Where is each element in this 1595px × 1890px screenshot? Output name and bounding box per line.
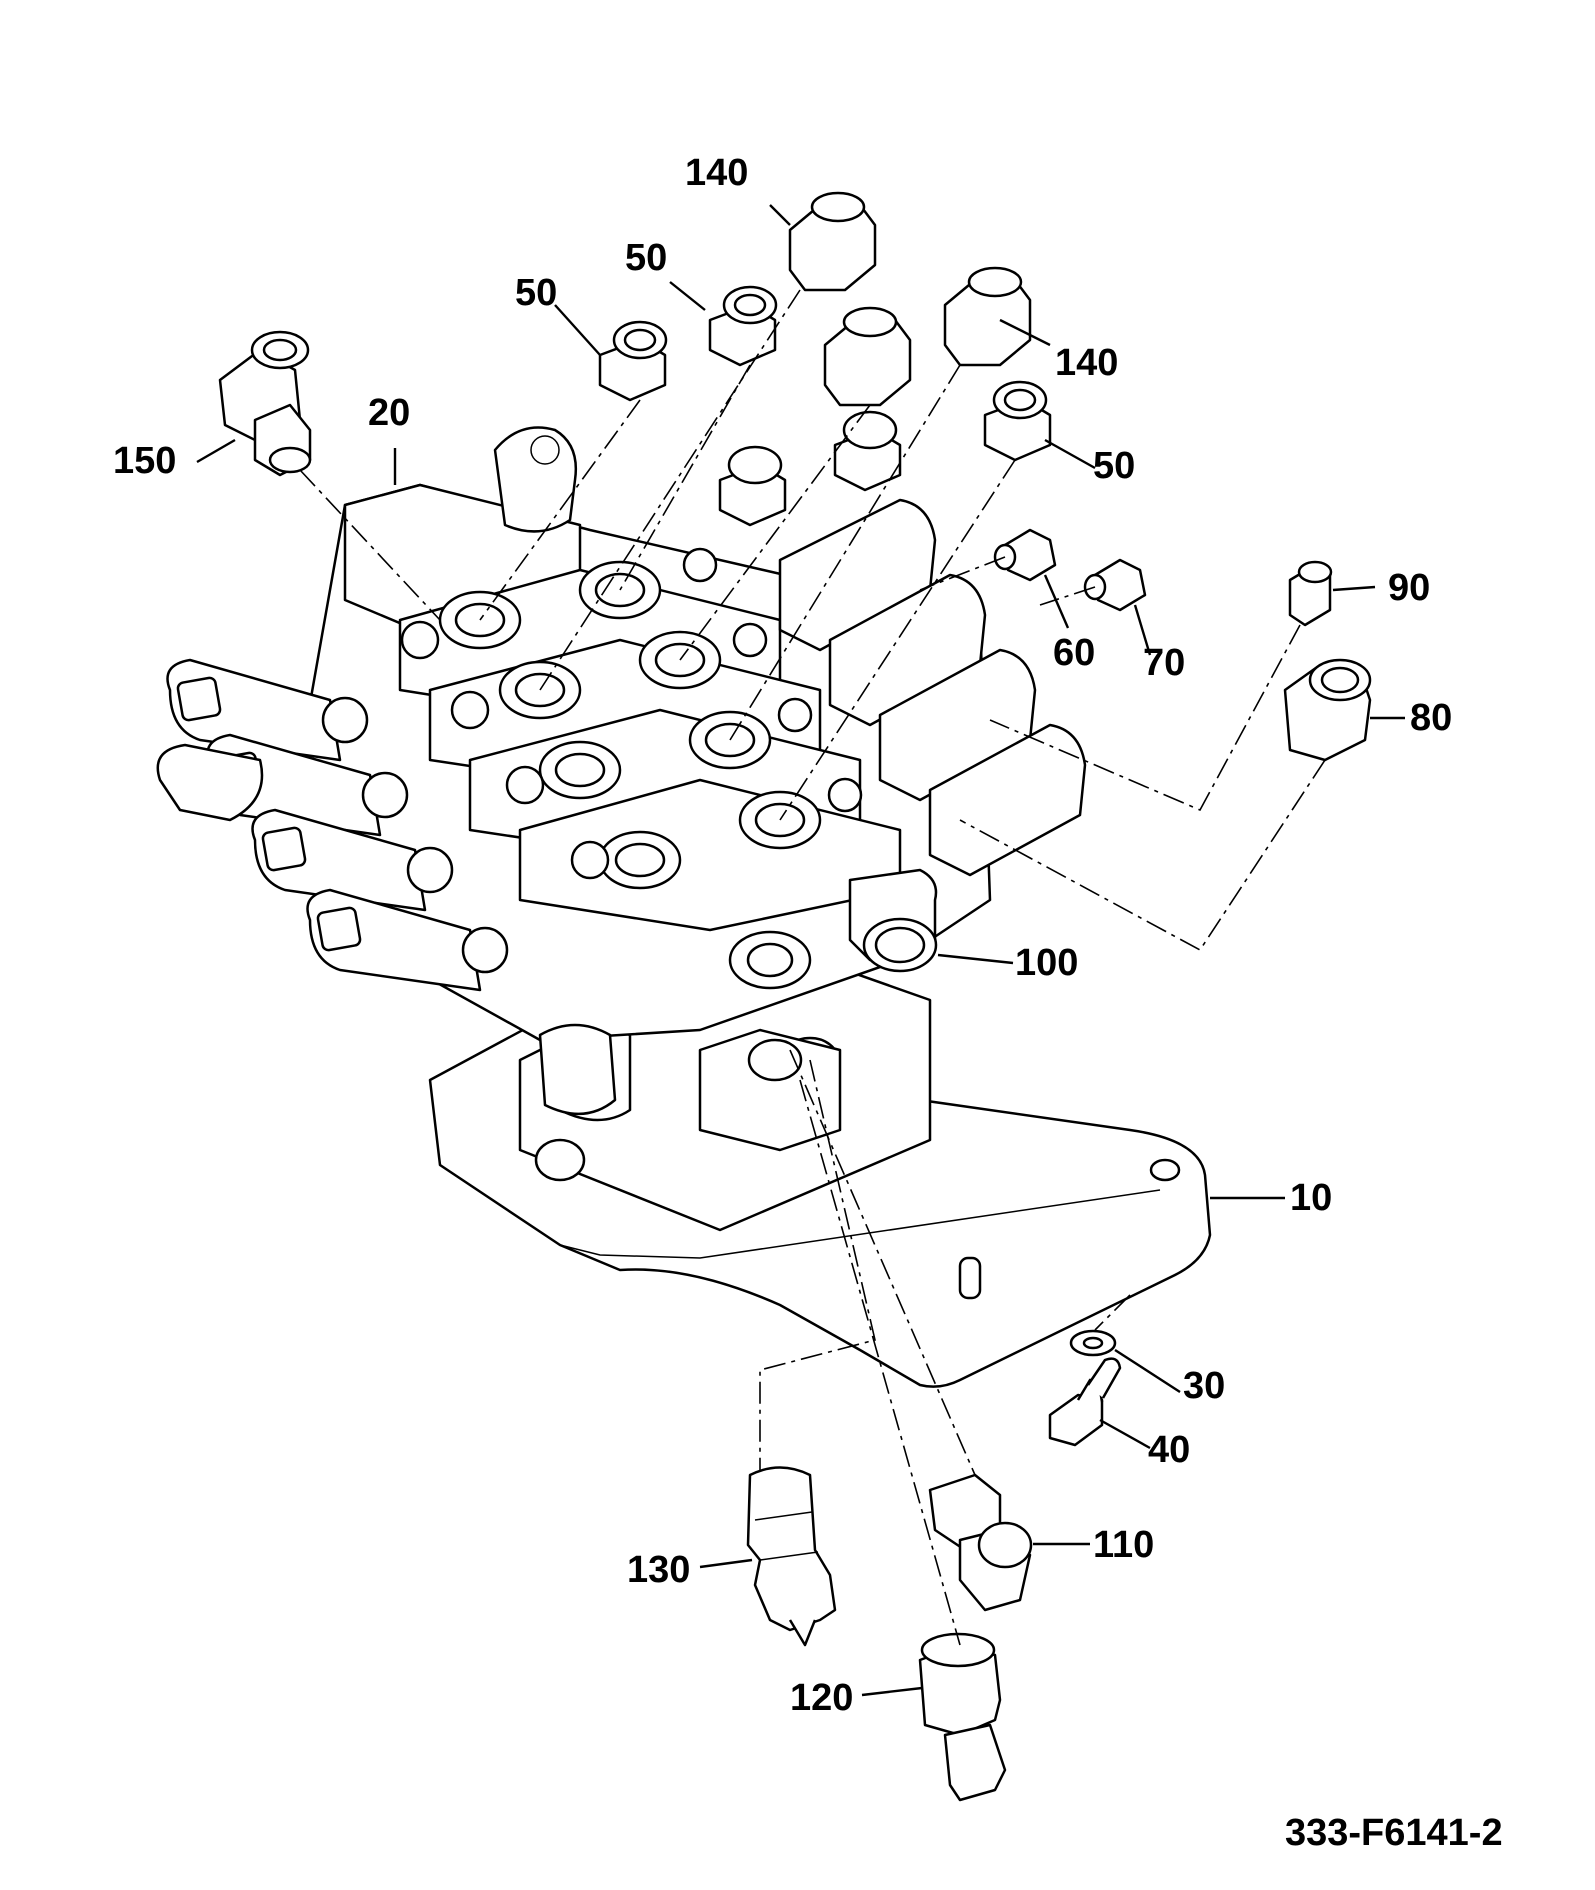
callout-50-right: 50	[1093, 445, 1135, 487]
callout-150: 150	[113, 440, 176, 482]
bracket-mounting-hole	[1149, 1158, 1181, 1182]
callout-140-top: 140	[685, 152, 748, 194]
valve-top-cap	[493, 426, 578, 533]
end-cap-plug	[538, 1023, 617, 1116]
callout-90: 90	[1388, 567, 1430, 609]
callout-110: 110	[1093, 1524, 1154, 1566]
fitting-on-block-a	[718, 445, 787, 527]
fitting-on-block-b	[833, 410, 902, 492]
callout-20: 20	[368, 392, 410, 434]
fitting-part-80	[1283, 658, 1372, 762]
callout-70: 70	[1143, 642, 1185, 684]
solenoid-coils-left	[156, 658, 509, 992]
callout-60: 60	[1053, 632, 1095, 674]
washer-part-30	[1069, 1329, 1117, 1357]
fitting-part-70	[1083, 558, 1147, 612]
bolt-part-40	[1048, 1357, 1122, 1447]
callout-120: 120	[790, 1677, 853, 1719]
fitting-part-110	[928, 1473, 1033, 1612]
callout-80: 80	[1410, 697, 1452, 739]
callout-10: 10	[1290, 1177, 1332, 1219]
callout-100: 100	[1015, 942, 1078, 984]
callout-130: 130	[627, 1549, 690, 1591]
fitting-part-60	[993, 528, 1057, 582]
cap-part-140-b	[943, 266, 1032, 367]
callout-50-top: 50	[625, 237, 667, 279]
callout-140-right: 140	[1055, 342, 1118, 384]
callout-labels: 140 50 50 140 150 20 50 90 60 70 80 100 …	[113, 152, 1452, 1719]
cap-part-140-a	[788, 191, 877, 292]
bracket-dowel-pin	[958, 1256, 982, 1300]
assembly-center-lines	[299, 289, 1326, 1646]
cap-on-block	[823, 306, 912, 407]
pressure-switch-part-130	[746, 1466, 837, 1647]
fitting-part-50-c	[983, 380, 1052, 462]
fitting-part-100	[848, 868, 938, 973]
fitting-part-90	[1288, 560, 1333, 627]
callout-leader-lines	[196, 204, 1405, 1697]
figure-id-label: 333-F6141-2	[1285, 1812, 1503, 1854]
elbow-fitting-part-150	[218, 330, 312, 477]
callout-30: 30	[1183, 1365, 1225, 1407]
solenoid-coils-right	[778, 498, 1087, 877]
fitting-part-50-b	[708, 285, 778, 367]
fitting-part-50-a	[598, 320, 668, 402]
fitting-part-120	[918, 1632, 1007, 1802]
callout-40: 40	[1148, 1429, 1190, 1471]
callout-50-left: 50	[515, 272, 557, 314]
